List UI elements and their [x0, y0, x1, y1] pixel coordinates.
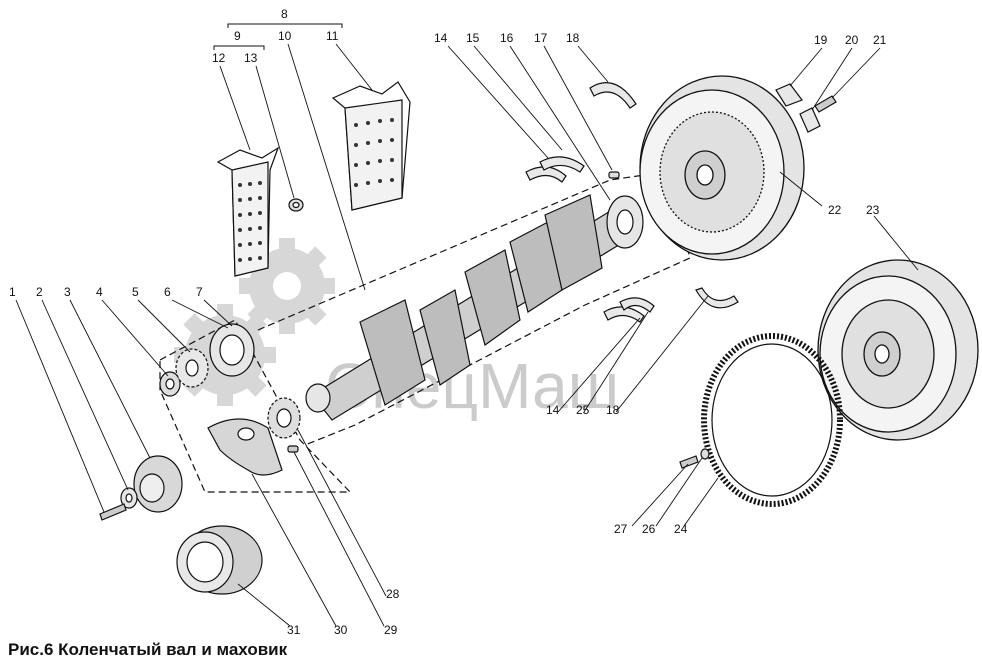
callout-9: 9 — [234, 29, 241, 43]
group-brackets — [213, 23, 343, 50]
leader-lines — [15, 43, 919, 627]
callout-6: 6 — [164, 285, 171, 299]
watermark-gear-large — [239, 238, 335, 334]
callout-24: 24 — [674, 522, 688, 536]
callout-7: 7 — [196, 285, 203, 299]
bearing-pack-11 — [331, 81, 411, 211]
callout-31: 31 — [287, 623, 301, 637]
callout-19: 19 — [814, 33, 828, 47]
crankshaft — [305, 194, 644, 421]
callout-29: 29 — [384, 623, 398, 637]
dowel-17 — [608, 171, 620, 179]
lock-plate-19 — [775, 83, 803, 107]
callout-12: 12 — [212, 51, 226, 65]
callout-21: 21 — [873, 33, 887, 47]
callout-3: 3 — [64, 285, 71, 299]
callout-23: 23 — [866, 203, 880, 217]
callout-13: 13 — [244, 51, 258, 65]
callout-8: 8 — [281, 7, 288, 21]
callout-5: 5 — [132, 285, 139, 299]
thrust-half-ring-18 — [589, 82, 739, 309]
plate-20 — [799, 107, 821, 133]
callout-2: 2 — [36, 285, 43, 299]
callout-17: 17 — [534, 31, 548, 45]
key-29 — [287, 445, 299, 453]
counterweight-30 — [207, 418, 283, 476]
flywheel-22 — [639, 75, 805, 261]
callout-15: 15 — [466, 31, 480, 45]
pulley-31 — [176, 525, 263, 595]
callout-26: 26 — [642, 522, 656, 536]
bolt-27 — [679, 455, 699, 469]
callout-labels: 1 2 3 4 5 6 7 8 9 10 11 12 13 14 15 16 1… — [9, 7, 887, 637]
callout-14-top: 14 — [434, 31, 448, 45]
assembly-frame — [159, 171, 691, 493]
callout-4: 4 — [96, 285, 103, 299]
gear-5 — [175, 348, 209, 388]
flywheel-23 — [817, 259, 979, 441]
nut-4 — [159, 371, 181, 397]
callout-28: 28 — [386, 587, 400, 601]
bearing-halves-14-15 — [525, 156, 655, 323]
callout-10: 10 — [278, 29, 292, 43]
callout-30: 30 — [334, 623, 348, 637]
callout-16: 16 — [500, 31, 514, 45]
gear-28 — [267, 397, 301, 439]
figure-caption: Рис.6 Коленчатый вал и маховик — [8, 640, 288, 659]
ring-gear-24 — [701, 333, 843, 507]
callout-11: 11 — [326, 29, 339, 43]
bolt-1 — [99, 503, 127, 521]
bolt-21 — [814, 95, 837, 113]
callout-20: 20 — [845, 33, 859, 47]
crankshaft-group-frame — [257, 171, 691, 446]
callout-22: 22 — [828, 203, 842, 217]
seal-6 — [209, 323, 255, 377]
callout-18-top: 18 — [566, 31, 580, 45]
callout-18-bottom: 18 — [606, 403, 620, 417]
washer-2 — [120, 487, 138, 509]
callout-14-bottom: 14 — [546, 403, 560, 417]
nut-13 — [288, 198, 304, 212]
bearing-pack-9 — [216, 146, 280, 277]
callout-25: 25 — [576, 403, 590, 417]
callout-27: 27 — [614, 522, 628, 536]
washer-26 — [700, 448, 710, 460]
front-end-group-frame — [159, 319, 352, 493]
callout-1: 1 — [9, 285, 16, 299]
pulley-3 — [133, 455, 183, 513]
